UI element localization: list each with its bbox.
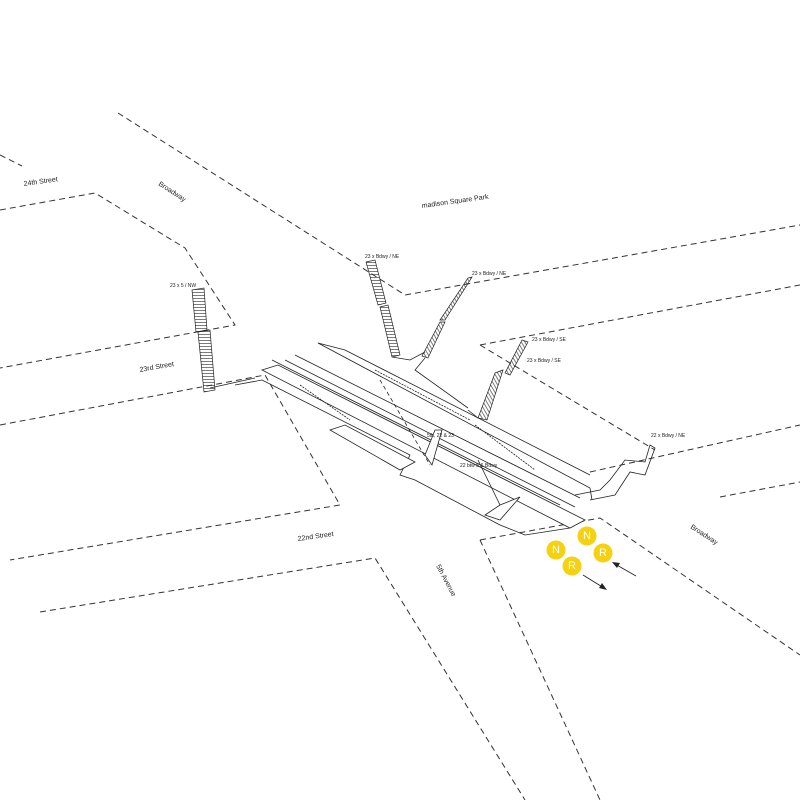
route-badge-r: R [562,556,582,576]
entrance-labels: 23 x 5 / NW 23 x Bdwy / NE 23 x Bdwy / N… [170,254,686,469]
station-structure [234,342,593,536]
entrance-label-se-2: 23 x Bdwy / SE [527,358,562,364]
street-label-23rd: 23rd Street [139,361,174,374]
street-label-22nd: 22nd Street [297,531,334,543]
route-badges: N N R R [546,526,613,576]
stairs [191,259,656,501]
entrance-label-nw: 23 x 5 / NW [170,283,196,289]
entrance-label-22-bdwy-ne: 22 x Bdwy / NE [651,433,686,439]
street-label-broadway-south: Broadway [689,524,719,547]
svg-text:R: R [599,547,607,559]
entrance-label-5th-22-23: 5th, 22 & 23 [427,433,454,439]
svg-text:N: N [552,544,560,556]
svg-text:R: R [568,560,576,572]
direction-arrows [582,562,637,590]
street-label-5th-avenue: 5th Avenue [434,564,457,598]
entrance-label-ne-1: 23 x Bdwy / NE [365,254,400,260]
route-badge-r: R [593,543,613,563]
southbound-arrow-icon [582,574,607,590]
svg-text:N: N [583,530,591,542]
street-label-24th: 24th Street [23,176,58,188]
entrance-label-se-1: 23 x Bdwy / SE [532,337,567,343]
northbound-arrow-icon [612,562,637,577]
entrance-label-ne-2: 23 x Bdwy / NE [472,271,507,277]
route-badge-n: N [577,526,597,546]
route-badge-n: N [546,540,566,560]
entrance-label-22-btw-5-bdwy: 22 btw 5 & Bdwy [460,463,498,469]
street-label-broadway-north: Broadway [157,181,187,204]
street-labels: 24th Street 23rd Street 22nd Street Broa… [23,176,719,598]
park-label: madison Square Park [421,194,489,210]
